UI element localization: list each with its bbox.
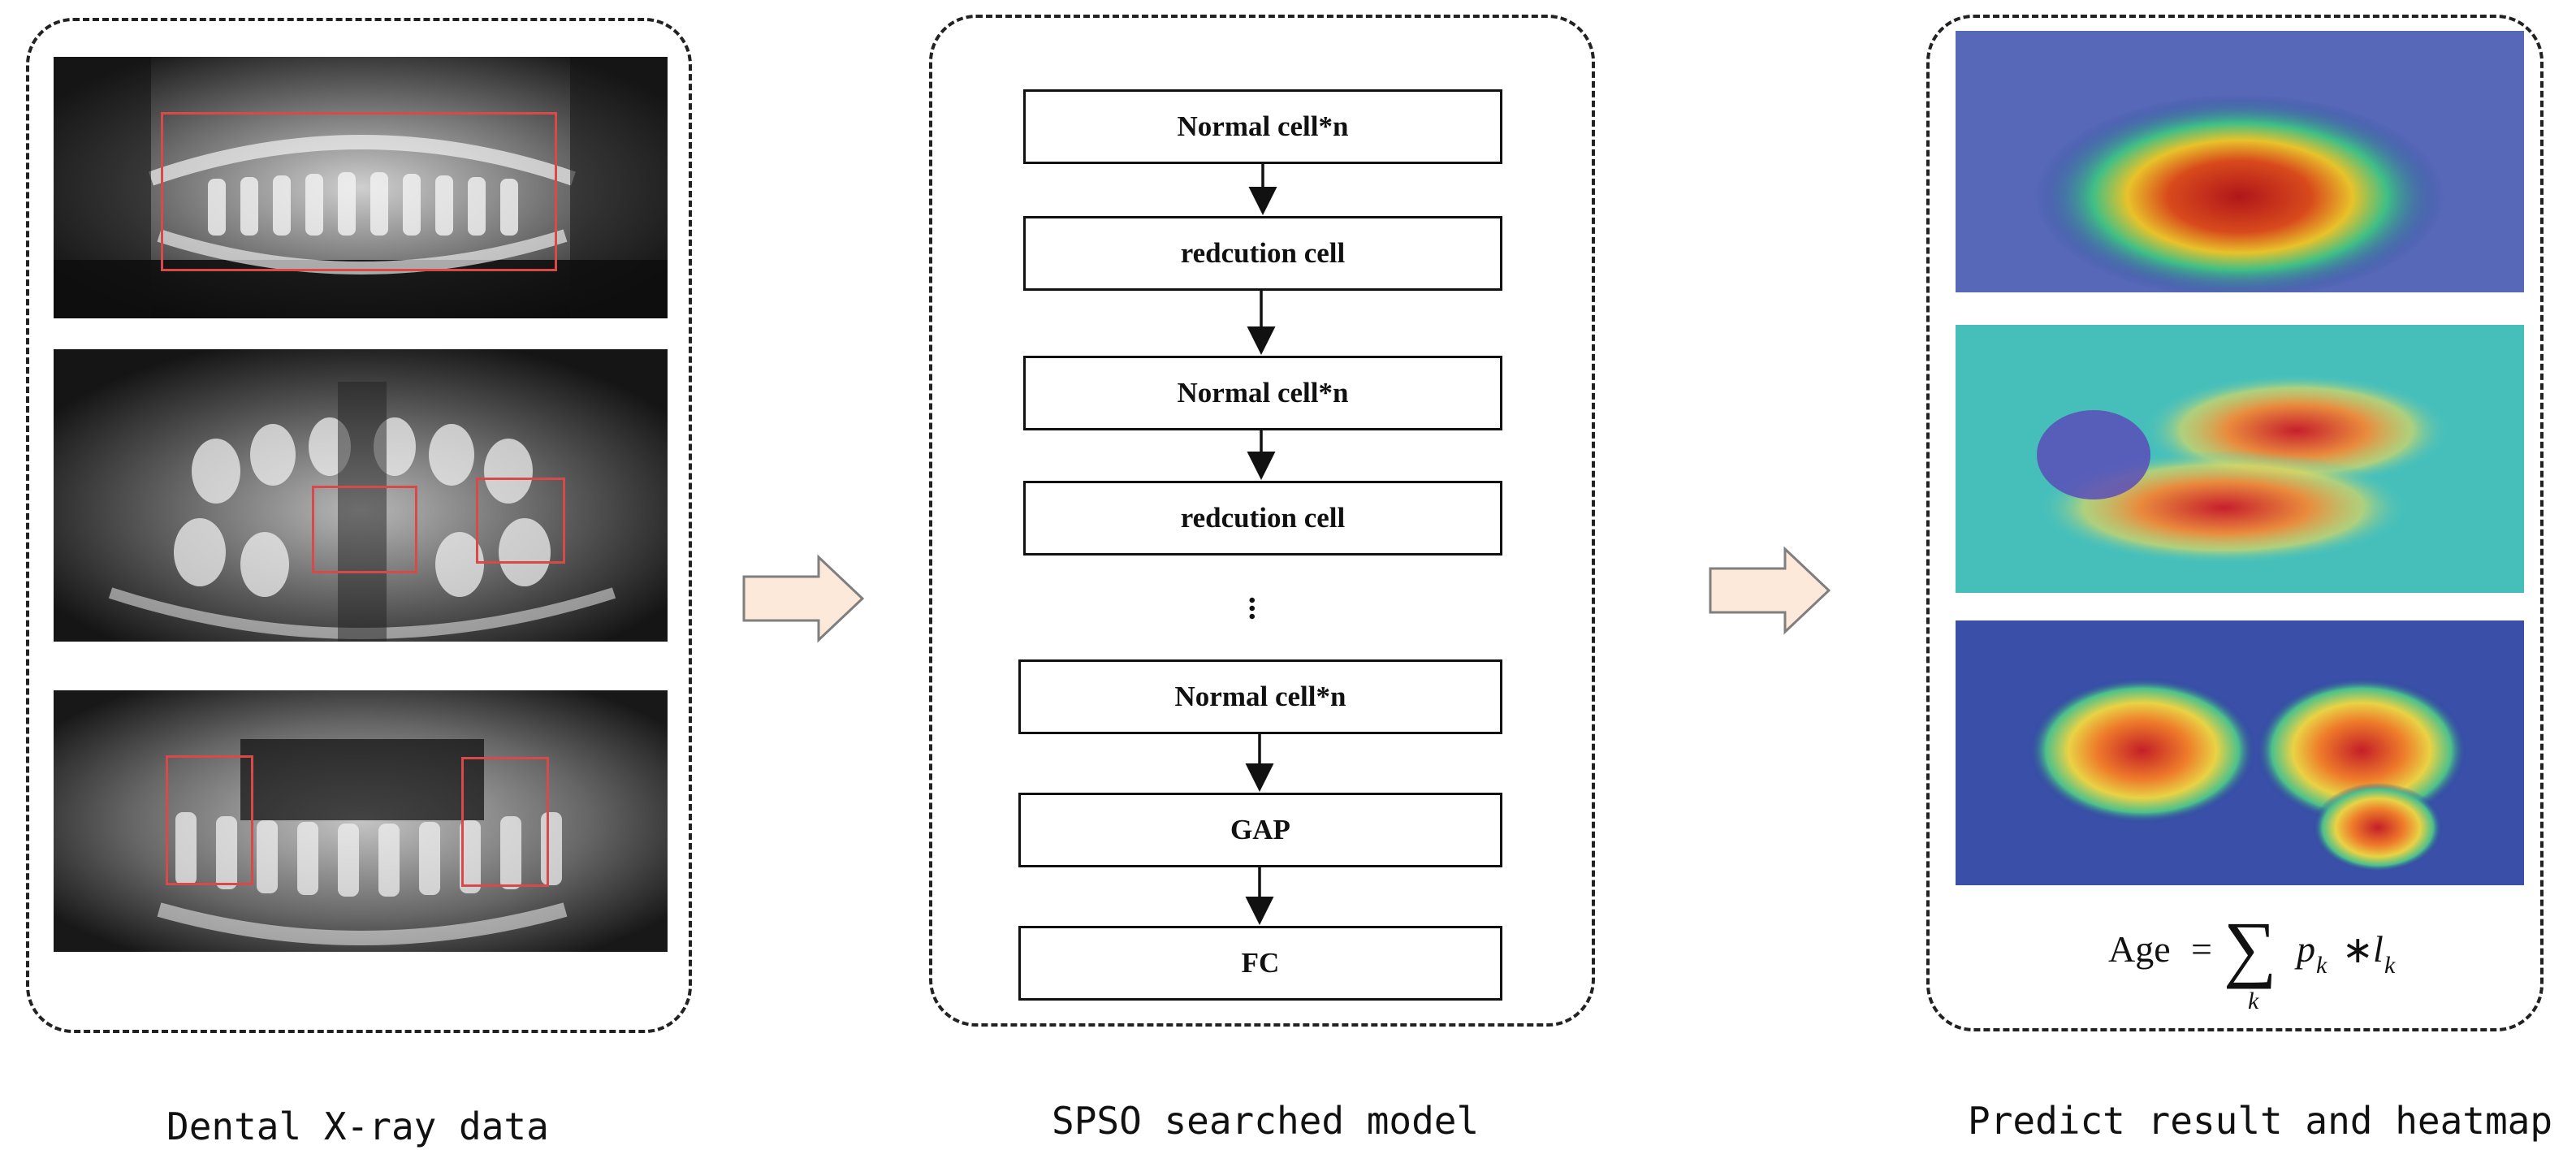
ellipsis: ... [1243,596,1279,620]
normal-cell-node-2: Normal cell*n [1023,356,1502,430]
xray-image-2 [54,349,668,642]
model-panel [929,15,1595,1027]
formula-p: p [2297,928,2315,970]
result-caption: Predict result and heatmap [1968,1099,2553,1143]
normal-cell-node-3: Normal cell*n [1018,659,1502,734]
model-caption: SPSO searched model [1052,1099,1480,1143]
gap-node: GAP [1018,793,1502,867]
heatmap-image-3 [1956,620,2524,885]
roi-box [312,486,417,573]
age-formula: Age = ∑ k p k ∗ l k [2108,906,2401,1023]
reduction-cell-node-2: redcution cell [1023,481,1502,556]
xray-data-panel [26,18,692,1033]
normal-cell-node-1: Normal cell*n [1023,89,1502,164]
formula-p-sub: k [2316,952,2327,979]
formula-l-sub: k [2384,952,2396,979]
reduction-cell-node-1: redcution cell [1023,216,1502,291]
xray-image-3 [54,690,668,952]
flow-arrow [742,554,865,643]
sum-index: k [2248,988,2259,1014]
roi-box [461,757,549,887]
formula-l: l [2373,928,2384,970]
summation-symbol: ∑ [2224,906,2277,989]
formula-times: ∗ [2342,929,2374,971]
roi-box [161,112,557,271]
formula-equals: = [2191,928,2212,970]
xray-data-caption: Dental X-ray data [166,1105,549,1148]
roi-box [166,755,253,885]
fc-node: FC [1018,926,1502,1001]
formula-lhs: Age [2108,928,2171,970]
heatmap-image-2 [1956,325,2524,593]
flow-arrow [1709,546,1831,635]
heatmap-image-1 [1956,31,2524,292]
xray-image-1 [54,57,668,318]
roi-box [476,478,565,564]
result-panel [1926,15,2544,1031]
